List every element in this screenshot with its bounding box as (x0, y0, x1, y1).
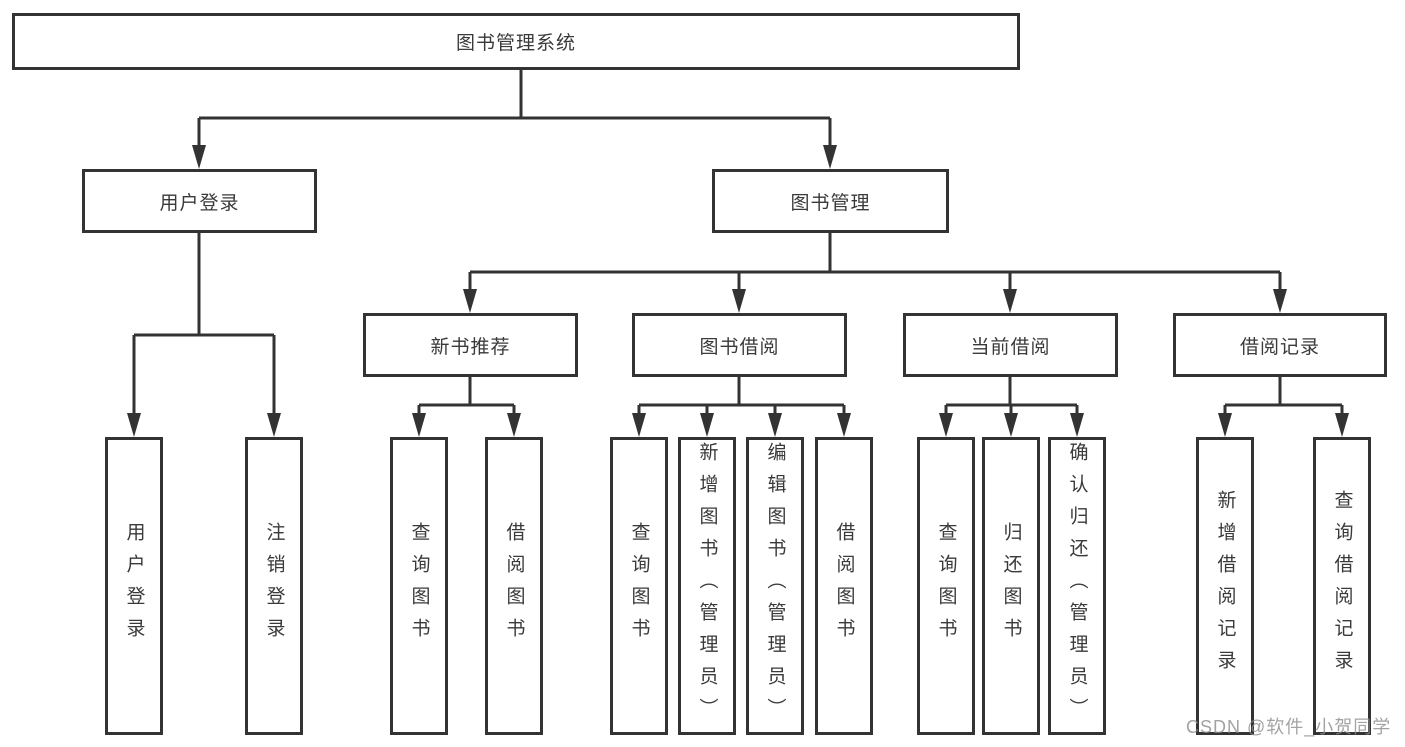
leaf-edit-books-admin: 编辑图书（管理员） (746, 437, 804, 735)
leaf-return-books: 归还图书 (982, 437, 1040, 735)
node-label: 借阅图书 (833, 522, 855, 650)
node-label: 当前借阅 (970, 336, 1051, 358)
leaf-borrow-books-recommend: 借阅图书 (485, 437, 543, 735)
leaf-user-login: 用户登录 (105, 437, 163, 735)
leaf-query-books-recommend: 查询图书 (390, 437, 448, 735)
leaf-logout: 注销登录 (245, 437, 303, 735)
node-borrow-records: 借阅记录 (1173, 313, 1387, 377)
node-root-label: 图书管理系统 (455, 33, 576, 54)
node-label: 查询图书 (408, 522, 430, 650)
leaf-query-books-current: 查询图书 (917, 437, 975, 735)
node-label: 用户登录 (159, 192, 240, 214)
node-label: 注销登录 (263, 522, 285, 650)
node-label: 归还图书 (1000, 522, 1022, 650)
node-label: 借阅图书 (503, 522, 525, 650)
node-label: 新书推荐 (430, 336, 511, 358)
node-label: 查询借阅记录 (1331, 490, 1353, 682)
leaf-add-books-admin: 新增图书（管理员） (678, 437, 736, 735)
leaf-confirm-return-admin: 确认归还（管理员） (1048, 437, 1106, 735)
node-label: 查询图书 (628, 522, 650, 650)
node-label: 新增借阅记录 (1214, 490, 1236, 682)
node-new-book-recommend: 新书推荐 (363, 313, 578, 377)
node-label: 确认归还（管理员） (1066, 442, 1088, 730)
node-label: 借阅记录 (1239, 336, 1320, 358)
node-current-borrow: 当前借阅 (903, 313, 1118, 377)
node-label: 图书借阅 (699, 336, 780, 358)
leaf-add-borrow-record: 新增借阅记录 (1196, 437, 1254, 735)
node-user-login-branch: 用户登录 (82, 169, 317, 233)
node-label: 用户登录 (123, 522, 145, 650)
node-label: 查询图书 (935, 522, 957, 650)
node-label: 新增图书（管理员） (696, 442, 718, 730)
leaf-borrow-books: 借阅图书 (815, 437, 873, 735)
node-label: 图书管理 (790, 192, 871, 214)
csdn-watermark: CSDN @软件_小贺同学 (1186, 717, 1392, 737)
node-label: 编辑图书（管理员） (764, 442, 786, 730)
node-book-management-branch: 图书管理 (712, 169, 949, 233)
leaf-query-borrow-record: 查询借阅记录 (1313, 437, 1371, 735)
node-root-system: 图书管理系统 (12, 13, 1020, 70)
leaf-query-books-borrow: 查询图书 (610, 437, 668, 735)
node-book-borrow: 图书借阅 (632, 313, 847, 377)
